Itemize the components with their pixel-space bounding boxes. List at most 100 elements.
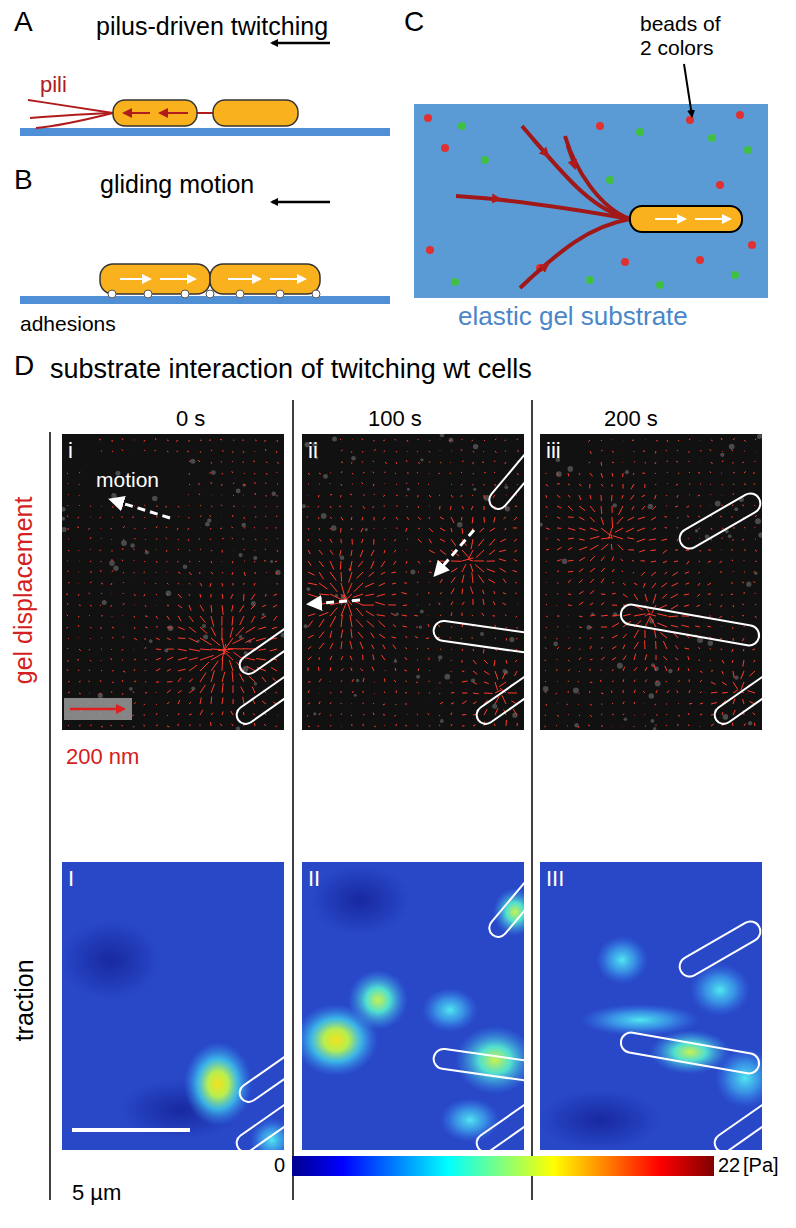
panel-b-art (20, 202, 390, 304)
bead-dot (302, 504, 306, 508)
displacement-vector (68, 539, 70, 540)
displacement-vector (439, 660, 440, 662)
displacement-vector (623, 645, 625, 649)
displacement-vector (732, 649, 733, 652)
displacement-vector (358, 561, 363, 567)
displacement-vector (451, 671, 452, 673)
displacement-vector (189, 638, 198, 642)
displacement-vector (623, 667, 625, 671)
displacement-vector (167, 627, 172, 628)
displacement-vector (601, 578, 604, 583)
displacement-vector (363, 714, 365, 716)
displacement-vector (666, 714, 668, 716)
displacement-vector (363, 495, 365, 496)
displacement-vector (601, 528, 611, 535)
displacement-vector (134, 528, 136, 529)
displacement-vector (546, 473, 547, 475)
bead-dot (109, 560, 115, 566)
displacement-vector (406, 550, 408, 551)
displacement-vector (407, 539, 408, 540)
displacement-vector (178, 506, 179, 508)
displacement-vector (568, 506, 573, 511)
bead-dot (613, 503, 617, 507)
displacement-vector (211, 450, 212, 451)
displacement-vector (601, 594, 605, 595)
displacement-vector (68, 528, 69, 530)
displacement-vector (731, 594, 733, 596)
bead-dot (365, 528, 368, 531)
displacement-vector (688, 656, 689, 660)
displacement-vector (362, 451, 363, 453)
displacement-vector (546, 506, 548, 508)
displacement-vector (666, 704, 668, 705)
displacement-vector (391, 613, 396, 616)
displacement-vector (319, 594, 329, 596)
displacement-vector (733, 699, 735, 705)
displacement-vector (223, 650, 234, 660)
displacement-vector (546, 704, 548, 706)
displacement-vector (221, 616, 222, 626)
displacement-vector (351, 550, 352, 556)
displacement-vector (266, 583, 267, 584)
displacement-vector (461, 638, 462, 639)
displacement-vector (479, 575, 485, 583)
displacement-vector (732, 505, 733, 506)
displacement-vector (374, 726, 376, 728)
displacement-vector (100, 693, 101, 694)
displacement-vector (483, 599, 484, 605)
displacement-vector (232, 538, 233, 539)
displacement-vector (244, 572, 245, 576)
displacement-vector (720, 605, 722, 607)
displacement-vector (515, 582, 517, 584)
displacement-vector (667, 472, 669, 474)
displacement-vector (341, 615, 342, 627)
displacement-vector (78, 571, 80, 572)
bead-dots (62, 459, 284, 730)
displacement-vector (134, 604, 136, 605)
displacement-vector (462, 613, 463, 616)
displacement-vector (700, 692, 701, 693)
displacement-vector (601, 473, 603, 478)
displacement-vector (188, 505, 189, 507)
displacement-vector (750, 671, 756, 676)
displacement-vector (222, 672, 225, 682)
displacement-vector (654, 629, 656, 638)
displacement-vector (755, 593, 756, 595)
displacement-vector (440, 671, 441, 672)
displacement-vector (244, 473, 246, 475)
displacement-vector (451, 660, 452, 662)
displacement-vector (362, 655, 363, 660)
displacement-vector (388, 604, 396, 605)
displacement-vector (134, 702, 136, 704)
displacement-vector (251, 616, 255, 623)
displacement-vector (232, 724, 233, 726)
displacement-vector (689, 472, 690, 473)
displacement-vector (733, 605, 735, 607)
bacterium-cell (213, 100, 298, 126)
displacement-vector (200, 527, 201, 528)
displacement-vector (623, 634, 627, 638)
displacement-vector (462, 681, 468, 682)
displacement-vector (341, 539, 342, 543)
displacement-vector (675, 645, 678, 649)
displacement-vector (178, 616, 181, 621)
panel-letter: C (404, 6, 424, 38)
displacement-vector (612, 669, 613, 671)
bead-dot (720, 453, 724, 457)
displacement-vector (99, 439, 101, 440)
displacement-vector (308, 681, 311, 682)
displacement-vector (653, 506, 657, 510)
displacement-vector (634, 690, 635, 693)
displacement-vector (211, 684, 215, 693)
displacement-vector (710, 494, 712, 496)
displacement-vector (178, 638, 185, 639)
displacement-vector (451, 692, 454, 694)
displacement-vector (266, 506, 267, 508)
displacement-vector (211, 627, 216, 636)
displacement-vector (274, 616, 277, 621)
displacement-vector (660, 633, 667, 639)
displacement-vector (721, 438, 723, 440)
displacement-vector (189, 594, 191, 596)
displacement-vector (579, 473, 580, 475)
